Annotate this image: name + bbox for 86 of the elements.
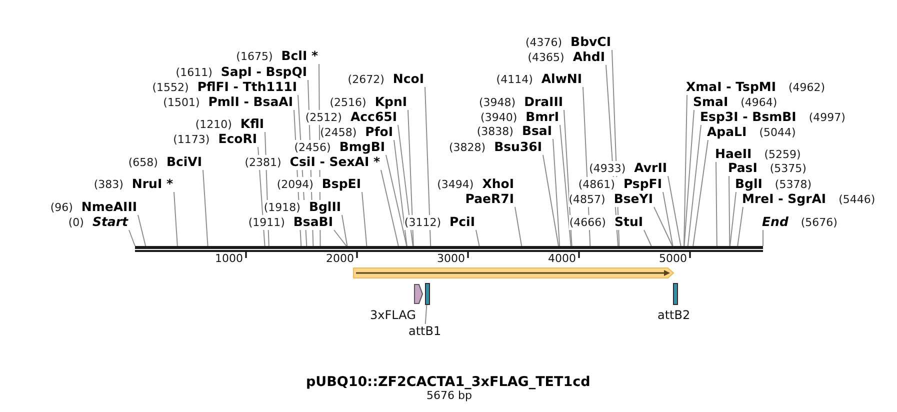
feature-band [353, 267, 674, 279]
leader-line [342, 214, 348, 246]
cut-site-label: SmaI (4964) [693, 95, 778, 110]
cut-site-label: (3940) BmrI [480, 110, 559, 125]
leader-line [564, 110, 572, 246]
cut-site-label: (658) BciVI [128, 155, 202, 170]
map-title: pUBQ10::ZF2CACTA1_3xFLAG_TET1cd [306, 374, 590, 390]
sequence-backbone [135, 246, 763, 252]
cut-site-label: (2458) PfoI [320, 125, 393, 140]
leader-line [398, 124, 414, 246]
cut-site-label: MreI - SgrAI (5446) [742, 192, 876, 207]
leader-line [687, 124, 702, 246]
leader-line [380, 170, 399, 246]
leader-line [394, 140, 408, 246]
cut-site-label: (2094) BspEI [276, 177, 361, 192]
leader-line [668, 176, 682, 246]
cut-site-label: (4365) AhdI [528, 50, 605, 65]
leader-line [716, 162, 718, 246]
leader-line [386, 154, 408, 246]
leader-line [684, 94, 688, 246]
feature-marker-icon [425, 283, 430, 305]
cut-site-label: (1611) SapI - BspQI [176, 65, 307, 80]
cut-site-label: (4114) AlwNI [496, 72, 582, 87]
cut-site-label: (1501) PmlI - BsaAI [163, 95, 293, 110]
cut-site-label: BglI (5378) [735, 177, 812, 192]
leader-line [362, 192, 368, 246]
cut-site-label: PasI (5375) [728, 161, 806, 176]
leader-line [762, 230, 764, 246]
feature-label: 3xFLAG [370, 308, 416, 322]
sequence-length: 5676 bp [426, 389, 472, 403]
cut-site-label: XmaI - TspMI (4962) [686, 80, 826, 95]
cut-site-label: (1552) PflFI - Tth111I [152, 80, 297, 95]
leader-line [542, 154, 559, 246]
cut-site-label: (2512) Acc65I [305, 110, 397, 125]
cut-site-label: End (5676) [762, 215, 838, 230]
leader-line [560, 124, 572, 246]
leader-line [552, 138, 560, 246]
leader-line [662, 192, 674, 246]
leader-line [174, 192, 178, 246]
cut-site-label: (1210) KflI [195, 117, 264, 132]
leader-line [408, 110, 414, 246]
leader-line [138, 214, 146, 246]
cut-site-label: (1173) EcoRI [173, 132, 257, 147]
cut-site-label: (2516) KpnI [330, 95, 407, 110]
cut-site-label: HaeII (5259) [715, 147, 801, 162]
cut-site-label: (3948) DraIII [478, 95, 563, 110]
cut-site-label: (1675) BclI * [236, 49, 318, 64]
cut-site-label: (2672) NcoI [348, 72, 424, 87]
cut-site-label: (2456) BmgBI [294, 140, 385, 155]
cut-site-label: (1911) BsaBI [248, 215, 333, 230]
leader-line [737, 206, 744, 246]
cut-site-label: (4666) StuI [569, 215, 643, 230]
scale-label: 3000 [437, 252, 465, 266]
leader-line [128, 230, 136, 246]
leader-line [476, 230, 480, 246]
cut-site-label: (4376) BbvCI [525, 35, 611, 50]
cut-site-label: (3838) BsaI [476, 124, 552, 139]
leader-line [514, 206, 522, 246]
cut-site-label: (2381) CsiI - SexAI * [244, 155, 380, 170]
cut-site-label: (383) NruI * [94, 177, 173, 192]
leader-line [202, 170, 208, 246]
scale-label: 2000 [326, 252, 354, 266]
cut-site-label: (4857) BseYI [568, 192, 653, 207]
cut-site-label: (96) NmeAIII [50, 200, 137, 215]
leader-line [730, 192, 736, 246]
cut-site-label: (0) Start [68, 215, 128, 230]
leader-line [644, 230, 652, 246]
cut-site-label: (4933) AvrII [589, 161, 667, 176]
scale-label: 4000 [548, 252, 576, 266]
cut-site-label: ApaLI (5044) [707, 125, 796, 140]
cut-site-label: (1918) BglII [264, 200, 341, 215]
cut-site-label: (3112) PciI [404, 215, 475, 230]
scale-label: 5000 [659, 252, 687, 266]
leader-line [424, 86, 432, 246]
cut-site-label: (4861) PspFI [578, 177, 662, 192]
leader-line [728, 176, 730, 246]
cut-site-label: (3828) Bsu36I [449, 140, 542, 155]
leader-line [424, 304, 428, 324]
leader-line [654, 206, 673, 246]
feature-label: attB2 [658, 308, 690, 322]
leader-line [692, 140, 708, 246]
scale-label: 1000 [215, 252, 243, 266]
feature-label: attB1 [408, 324, 442, 338]
cut-site-label: Esp3I - BsmBI (4997) [700, 110, 846, 125]
leader-line [334, 230, 347, 246]
leader-line [684, 110, 694, 246]
